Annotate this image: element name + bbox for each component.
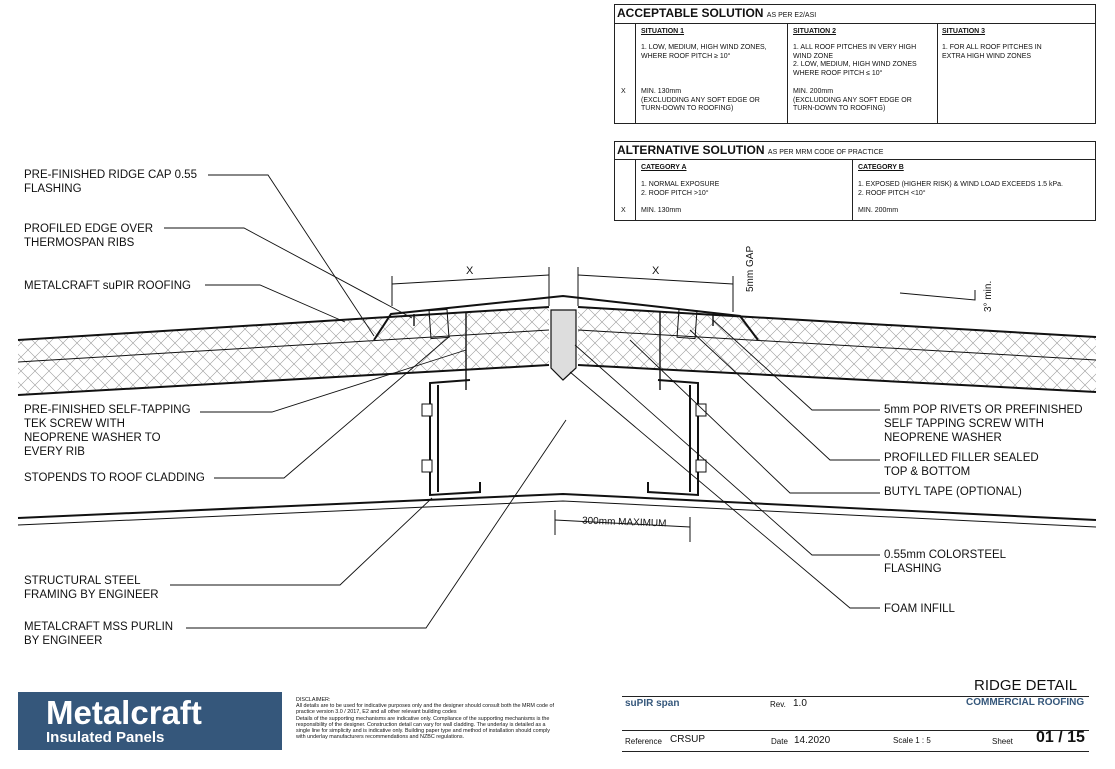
rev-label: Rev. — [770, 700, 786, 709]
scale-value: Scale 1 : 5 — [893, 736, 931, 745]
category-b-head: CATEGORY B — [858, 164, 904, 171]
reference-label: Reference — [625, 737, 662, 746]
reference-value: CRSUP — [670, 734, 706, 745]
alternative-mark: X — [621, 207, 626, 214]
dim-x-left: X — [466, 265, 474, 277]
sheet-label: Sheet — [992, 737, 1013, 746]
logo-sub: Insulated Panels — [46, 729, 165, 746]
label-supir: METALCRAFT suPIR ROOFING — [24, 280, 191, 292]
dim-x-right: X — [652, 265, 660, 277]
ridge-foam-infill — [550, 309, 577, 381]
situation-1-desc: 1. LOW, MEDIUM, HIGH WIND ZONES, WHERE R… — [641, 44, 767, 60]
acceptable-solution-title: ACCEPTABLE SOLUTION AS PER E2/ASI — [617, 6, 817, 20]
situation-1-head: SITUATION 1 — [641, 28, 685, 35]
sheet-value: 01 / 15 — [1036, 729, 1085, 746]
category-a-head: CATEGORY A — [641, 164, 687, 171]
situation-2-min: MIN. 200mm (EXCLUDDING ANY SOFT EDGE OR … — [793, 88, 912, 112]
situation-3-desc: 1. FOR ALL ROOF PITCHES IN EXTRA HIGH WI… — [942, 44, 1042, 60]
label-filler: PROFILLED FILLER SEALED TOP & BOTTOM — [884, 452, 1039, 478]
category-b-min: MIN. 200mm — [858, 207, 899, 214]
acceptable-solution-table: ACCEPTABLE SOLUTION AS PER E2/ASI SITUAT… — [614, 4, 1096, 124]
logo-name: Metalcraft — [46, 694, 202, 731]
label-purlin: METALCRAFT MSS PURLIN BY ENGINEER — [24, 621, 174, 647]
dim-pitch: 3° min. — [983, 280, 994, 312]
label-ridge-cap: PRE-FINISHED RIDGE CAP 0.55 FLASHING — [24, 169, 197, 195]
disclaimer: DISCLAIMER: All details are to be used f… — [296, 697, 555, 741]
category-b-desc: 1. EXPOSED (HIGHER RISK) & WIND LOAD EXC… — [858, 181, 1063, 197]
situation-2-desc: 1. ALL ROOF PITCHES IN VERY HIGH WIND ZO… — [793, 44, 917, 77]
product-name: suPIR span — [625, 698, 680, 709]
drawing-subtitle: COMMERCIAL ROOFING — [966, 697, 1085, 708]
situation-2-head: SITUATION 2 — [793, 28, 837, 35]
alternative-solution-table: ALTERNATIVE SOLUTION AS PER MRM CODE OF … — [614, 141, 1096, 221]
situation-3-head: SITUATION 3 — [942, 28, 986, 35]
structural-steel-framing — [17, 492, 1097, 521]
label-stopends: STOPENDS TO ROOF CLADDING — [24, 472, 205, 484]
dim-gap: 5mm GAP — [745, 245, 756, 292]
date-label: Date — [771, 737, 788, 746]
label-colorsteel: 0.55mm COLORSTEEL FLASHING — [884, 549, 1007, 575]
date-value: 14.2020 — [794, 735, 831, 746]
category-a-desc: 1. NORMAL EXPOSURE 2. ROOF PITCH >10° — [641, 181, 720, 197]
metalcraft-logo: Metalcraft Insulated Panels — [18, 692, 282, 750]
acceptable-mark: X — [621, 88, 626, 95]
label-rivets: 5mm POP RIVETS OR PREFINISHED SELF TAPPI… — [884, 404, 1083, 444]
alternative-solution-title: ALTERNATIVE SOLUTION AS PER MRM CODE OF … — [617, 143, 884, 157]
rev-value: 1.0 — [793, 698, 807, 709]
drawing-title: RIDGE DETAIL — [974, 677, 1078, 694]
label-structural: STRUCTURAL STEEL FRAMING BY ENGINEER — [24, 575, 159, 601]
left-panel-core — [18, 307, 549, 395]
label-butyl: BUTYL TAPE (OPTIONAL) — [884, 486, 1022, 498]
left-purlin — [429, 379, 481, 497]
right-purlin — [647, 379, 699, 497]
category-a-min: MIN. 130mm — [641, 207, 682, 214]
label-profiled-edge: PROFILED EDGE OVER THERMOSPAN RIBS — [24, 223, 154, 249]
situation-1-min: MIN. 130mm (EXCLUDDING ANY SOFT EDGE OR … — [641, 88, 760, 112]
ridge-cap-flashing — [373, 294, 759, 341]
label-foam: FOAM INFILL — [884, 603, 955, 615]
label-tek-screw: PRE-FINISHED SELF-TAPPING TEK SCREW WITH… — [24, 404, 191, 458]
